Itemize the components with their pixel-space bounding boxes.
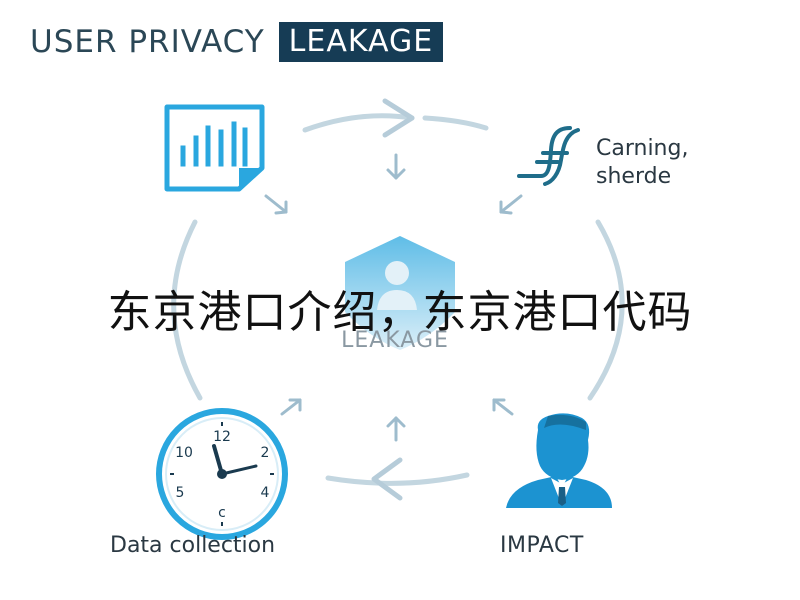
diagram-title: USER PRIVACY LEAKAGE	[30, 20, 444, 64]
clock-number-5: 5	[176, 485, 185, 501]
arc-top-left	[302, 113, 415, 133]
clock-number-12: 12	[213, 429, 231, 445]
clock-number-c: c	[218, 505, 226, 521]
overlay-caption: 东京港口介绍，东京港口代码	[107, 287, 693, 338]
cycle-arcs	[171, 113, 625, 486]
clock-number-2: 2	[261, 445, 270, 461]
arrow-top-right-diag	[499, 194, 523, 215]
clock-number-4: 4	[261, 485, 270, 501]
label-center-leakage: LEAKAGE	[341, 328, 449, 353]
label-sherde: sherde	[596, 164, 672, 189]
arc-top-right	[422, 115, 489, 131]
clock-number-10: 10	[175, 445, 193, 461]
title-part1: USER PRIVACY	[30, 24, 265, 60]
arc-bottom	[325, 472, 470, 486]
arc-left	[171, 219, 203, 401]
label-carning-sherde: Carning, sherde	[596, 135, 688, 191]
label-impact: IMPACT	[500, 533, 584, 558]
inner-arrows	[264, 153, 523, 442]
arc-right	[587, 219, 625, 401]
title-part2-highlight: LEAKAGE	[278, 22, 444, 62]
clock-minute-hand	[220, 464, 258, 476]
shield-user-icon	[345, 236, 455, 350]
arrowhead-top	[382, 98, 415, 138]
label-data-collection: Data collection	[110, 533, 276, 558]
arrow-top-down	[386, 153, 406, 180]
businessman-icon	[506, 413, 612, 508]
arrowhead-bottom	[371, 457, 403, 501]
arrow-bottom-up	[386, 416, 406, 442]
clock-icon: 12 2 4 c 5 10	[156, 408, 288, 540]
arrow-bottom-right-diag	[492, 398, 514, 416]
dollar-sign-icon	[517, 126, 580, 186]
cycle-arrowheads	[371, 98, 415, 501]
label-carning: Carning,	[596, 136, 689, 161]
arrow-top-left-diag	[264, 194, 288, 215]
arrow-bottom-left-diag	[280, 398, 302, 416]
bar-chart-document-icon	[164, 104, 265, 192]
